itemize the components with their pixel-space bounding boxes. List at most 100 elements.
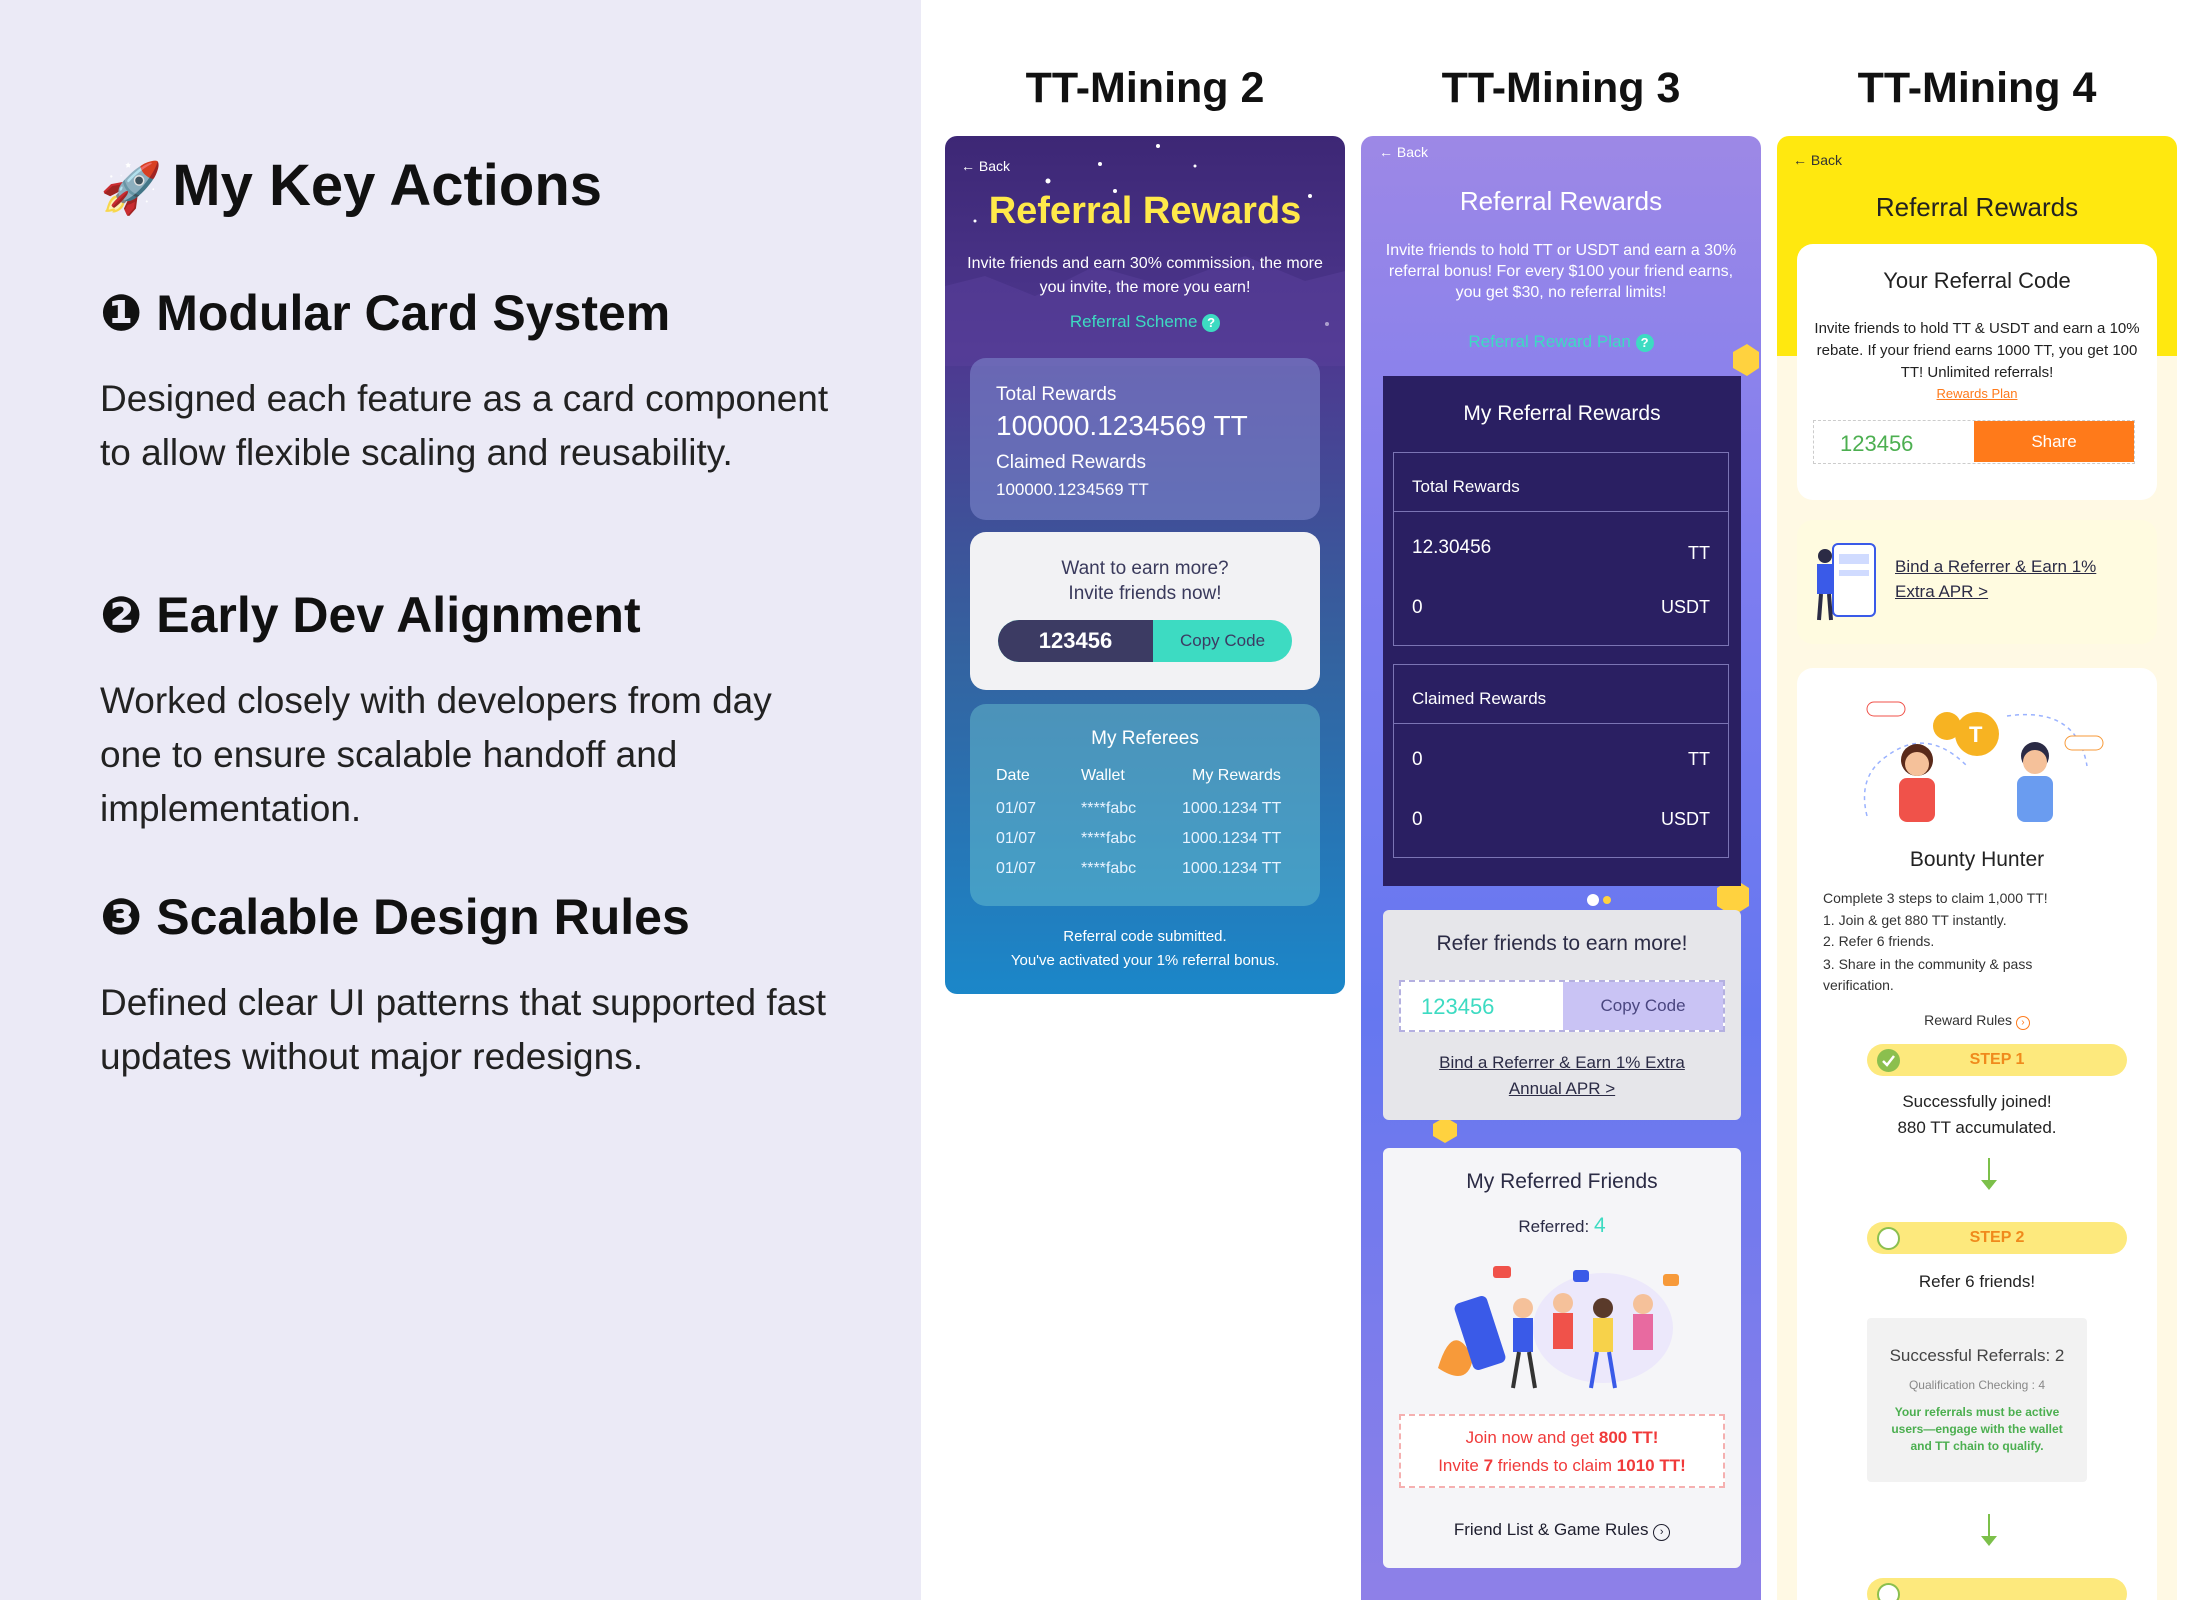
referred-friends-card: My Referred Friends Referred: 4 Join now… bbox=[1383, 1148, 1741, 1568]
section-desc: Defined clear UI patterns that supported… bbox=[100, 982, 827, 1077]
join-text: Join now and get 800 TT! bbox=[1465, 1428, 1659, 1447]
footer-line-2: You've activated your 1% referral bonus. bbox=[1010, 952, 1280, 969]
code-box: 123456 Copy Code bbox=[1399, 980, 1725, 1032]
claimed-rewards-value: 100000.1234569 TT bbox=[996, 480, 1149, 499]
cubes-decoration bbox=[1433, 344, 1759, 1143]
refer-card: Refer friends to earn more! 123456 Copy … bbox=[1383, 910, 1741, 1120]
back-button[interactable]: ← Back bbox=[961, 158, 1011, 174]
bounty-intro: Complete 3 steps to claim 1,000 TT! bbox=[1823, 890, 2048, 906]
bind-referrer-link: Bind a Referrer & Earn 1% Extra APR > bbox=[1895, 557, 2097, 601]
friends-title: My Referred Friends bbox=[1466, 1170, 1658, 1193]
code-pill: 123456 Copy Code bbox=[998, 620, 1292, 662]
referred-count-line: Referred: 4 bbox=[1518, 1214, 1606, 1237]
column-title: TT-Mining 4 bbox=[1857, 64, 2097, 112]
copy-code-button[interactable]: Copy Code bbox=[1563, 982, 1723, 1030]
friends-illustration bbox=[1438, 1266, 1679, 1389]
step-2-bar: STEP 2 bbox=[1867, 1222, 2127, 1254]
total-rewards-value: 100000.1234569 TT bbox=[996, 410, 1248, 441]
step-3-bar bbox=[1867, 1578, 2127, 1600]
column-title: TT-Mining 3 bbox=[1441, 64, 1681, 112]
my-referral-rewards-panel: My Referral Rewards Total Rewards 12.304… bbox=[1383, 376, 1741, 886]
claimed-rewards-box: Claimed Rewards 0 TT 0 USDT bbox=[1393, 664, 1729, 858]
claimed-tt-value: 0 bbox=[1412, 749, 1423, 770]
step-2-label: STEP 2 bbox=[1969, 1229, 2025, 1246]
unit-usdt: USDT bbox=[1661, 597, 1710, 617]
col-rewards: My Rewards bbox=[1192, 767, 1281, 784]
total-rewards-box: Total Rewards 12.30456 TT 0 USDT bbox=[1393, 452, 1729, 646]
footer-line-1: Referral code submitted. bbox=[1063, 928, 1227, 945]
step-1-line-1: Successfully joined! bbox=[1902, 1092, 2052, 1111]
bind-referrer-card[interactable]: Bind a Referrer & Earn 1% Extra APR > bbox=[1797, 520, 2157, 644]
invite-text: Invite 7 friends to claim 1010 TT! bbox=[1438, 1456, 1686, 1475]
join-box: Join now and get 800 TT! Invite 7 friend… bbox=[1399, 1414, 1725, 1488]
page-title: Referral Rewards bbox=[1875, 192, 2079, 222]
page-title: Referral Rewards bbox=[988, 190, 1302, 232]
unit-usdt: USDT bbox=[1661, 809, 1710, 829]
code-title: Your Referral Code bbox=[1883, 268, 2071, 293]
stars-decoration bbox=[945, 144, 1345, 366]
reward-rules-link[interactable]: Reward Rules › bbox=[1797, 1012, 2157, 1030]
bounty-step-2: 2. Refer 6 friends. bbox=[1823, 933, 1935, 949]
empty-circle-icon bbox=[1877, 1583, 1900, 1600]
qualification-checking: Qualification Checking : 4 bbox=[1908, 1378, 2046, 1392]
qualification-box: Successful Referrals: 2 Qualification Ch… bbox=[1867, 1318, 2087, 1482]
empty-circle-icon bbox=[1877, 1227, 1900, 1250]
back-button[interactable]: ← Back bbox=[1379, 144, 1429, 160]
total-usdt-value: 0 bbox=[1412, 597, 1423, 618]
total-tt-value: 12.30456 bbox=[1412, 537, 1492, 558]
step-1-bar: STEP 1 bbox=[1867, 1044, 2127, 1076]
check-icon bbox=[1877, 1049, 1900, 1072]
referral-code-card: Your Referral Code Invite friends to hol… bbox=[1797, 244, 2157, 500]
referral-plan-link[interactable]: Referral Reward Plan ? bbox=[1361, 332, 1761, 352]
claimed-rewards-label: Claimed Rewards bbox=[996, 452, 1146, 473]
section-title: ❷ Early Dev Alignment bbox=[100, 587, 641, 643]
bounty-step-3: 3. Share in the community & pass verific… bbox=[1823, 956, 2033, 993]
page-subtitle: Invite friends and earn 30% commission, … bbox=[967, 255, 1323, 296]
phone-tt-mining-3: ← Back Referral Rewards Invite friends t… bbox=[1361, 136, 1761, 1600]
earn-more-text: Want to earn more? bbox=[1061, 558, 1229, 579]
refer-title: Refer friends to earn more! bbox=[1436, 932, 1688, 955]
down-arrow-icon bbox=[1981, 1158, 1997, 1190]
qualification-note: Your referrals must be active users—enga… bbox=[1891, 1405, 2063, 1453]
referral-code: 123456 bbox=[1840, 431, 1914, 456]
referral-scheme-link[interactable]: Referral Scheme ? bbox=[945, 312, 1345, 332]
phone-tt-mining-4: ← Back Referral Rewards Your Referral Co… bbox=[1777, 136, 2177, 1600]
rewards-card: Total Rewards 100000.1234569 TT Claimed … bbox=[970, 358, 1320, 520]
unit-tt: TT bbox=[1688, 543, 1710, 563]
claimed-usdt-value: 0 bbox=[1412, 809, 1423, 830]
section-title: ❸ Scalable Design Rules bbox=[100, 889, 690, 945]
referral-code: 123456 bbox=[1421, 994, 1495, 1019]
back-button[interactable]: ← Back bbox=[1793, 152, 1843, 168]
col-wallet: Wallet bbox=[1081, 767, 1125, 784]
total-rewards-label: Total Rewards bbox=[1412, 477, 1520, 496]
help-icon: ? bbox=[1635, 334, 1654, 352]
claimed-rewards-label: Claimed Rewards bbox=[1412, 689, 1547, 708]
bounty-illustration: T bbox=[1863, 701, 2104, 822]
unit-tt: TT bbox=[1688, 749, 1710, 769]
section-desc: Worked closely with developers from day … bbox=[100, 680, 772, 829]
referral-code: 123456 bbox=[998, 620, 1153, 662]
help-icon: ? bbox=[1202, 314, 1221, 332]
code-box: 123456 Share bbox=[1813, 420, 2135, 464]
down-arrow-icon bbox=[1981, 1514, 1997, 1546]
referees-title: My Referees bbox=[1091, 728, 1199, 749]
phone-tt-mining-2: ← Back Referral Rewards Invite friends a… bbox=[945, 136, 1345, 994]
copy-code-button[interactable]: Copy Code bbox=[1179, 631, 1266, 650]
page-subtitle: Invite friends to hold TT or USDT and ea… bbox=[1385, 242, 1737, 301]
referees-card: My Referees Date Wallet My Rewards 01/07… bbox=[970, 704, 1320, 906]
step-1-line-2: 880 TT accumulated. bbox=[1897, 1118, 2057, 1137]
code-desc: Invite friends to hold TT & USDT and ear… bbox=[1814, 320, 2140, 381]
total-rewards-label: Total Rewards bbox=[996, 384, 1117, 405]
bounty-card: T Bounty Hunter Complete 3 steps to clai… bbox=[1797, 668, 2157, 1600]
rewards-plan-link[interactable]: Rewards Plan bbox=[1936, 386, 2018, 401]
share-button[interactable]: Share bbox=[1974, 421, 2134, 462]
rocket-icon: 🚀 bbox=[100, 160, 163, 216]
successful-referrals: Successful Referrals: 2 bbox=[1889, 1346, 2065, 1365]
chevron-right-icon: › bbox=[2015, 1016, 2030, 1030]
phone-person-icon bbox=[1817, 543, 1876, 621]
bind-referrer-link[interactable]: Bind a Referrer & Earn 1% Extra Annual A… bbox=[1439, 1053, 1685, 1098]
section-title: ❶ Modular Card System bbox=[100, 285, 671, 341]
chevron-right-icon: › bbox=[1653, 1524, 1671, 1541]
left-panel: 🚀My Key Actions ❶ Modular Card System De… bbox=[0, 0, 921, 1600]
game-rules-link[interactable]: Friend List & Game Rules › bbox=[1383, 1520, 1741, 1541]
